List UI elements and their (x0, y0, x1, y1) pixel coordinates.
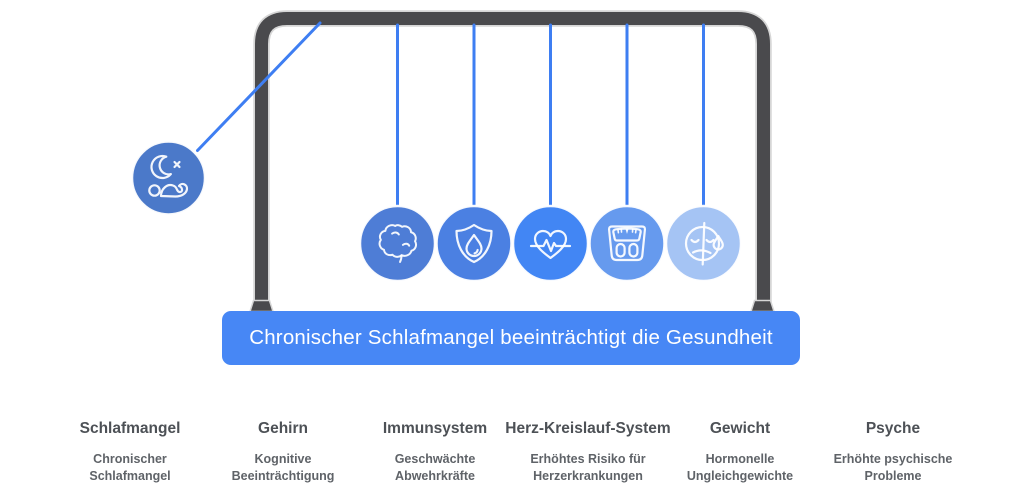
legend-col-gehirn: Gehirn Kognitive Beeinträchtigung (198, 398, 368, 485)
ball-immunsystem (435, 204, 513, 283)
pendulum-strings (196, 21, 705, 209)
ball-gewicht (588, 204, 666, 283)
ball-psyche (664, 204, 743, 283)
legend-heading: Herz-Kreislauf-System (505, 420, 671, 438)
legend-col-immunsystem: Immunsystem Geschwächte Abwehrkräfte (350, 398, 520, 485)
banner-title: Chronischer Schlafmangel beeinträchtigt … (249, 326, 773, 349)
legend-sub: Erhöhte psychische Probleme (833, 452, 953, 483)
cradle-frame (248, 10, 776, 313)
legend-sub: Kognitive Beeinträchtigung (231, 452, 335, 483)
brain-icon (378, 224, 417, 263)
sad-face-tear-icon (684, 221, 724, 266)
legend-heading: Psyche (865, 420, 921, 438)
legend-col-herz-kreislauf-system: Herz-Kreislauf-System Erhöhtes Risiko fü… (503, 398, 673, 485)
legend-sub: Geschwächte Abwehrkräfte (394, 452, 476, 483)
frame-foot-right (749, 299, 776, 313)
legend-col-schlafmangel: Schlafmangel Chronischer Schlafmangel (45, 398, 215, 485)
frame-foot-left (248, 299, 275, 313)
legend-heading: Gewicht (709, 420, 771, 438)
legend-heading: Gehirn (258, 420, 308, 438)
string-swing (196, 21, 322, 152)
legend-sub: Hormonelle Ungleichgewichte (686, 452, 794, 483)
legend-sub: Erhöhtes Risiko für Herzerkrankungen (530, 452, 646, 483)
legend-heading: Schlafmangel (79, 420, 181, 438)
legend: Schlafmangel Chronischer Schlafmangel Ge… (0, 398, 1024, 490)
legend-col-psyche: Psyche Erhöhte psychische Probleme (808, 398, 978, 485)
heart-ecg-icon (529, 229, 572, 260)
shield-droplet-icon (455, 223, 493, 264)
weight-scale-icon (607, 225, 647, 262)
legend-col-gewicht: Gewicht Hormonelle Ungleichgewichte (655, 398, 825, 485)
title-banner: Chronischer Schlafmangel beeinträchtigt … (222, 311, 800, 365)
ball-herz-kreislauf (511, 204, 590, 283)
legend-heading: Immunsystem (382, 420, 488, 438)
legend-sub: Chronischer Schlafmangel (89, 452, 171, 483)
ball-schlafmangel (130, 140, 207, 216)
frame-bar (255, 12, 770, 306)
ball-gehirn (358, 204, 437, 283)
sleepless-moon-person-icon (148, 154, 189, 198)
